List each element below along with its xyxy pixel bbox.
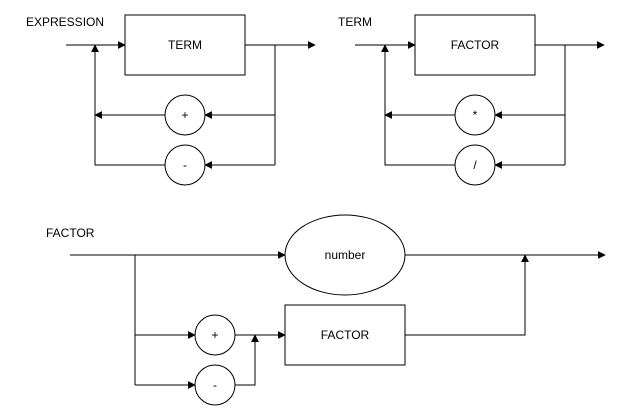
factor-title: FACTOR — [46, 226, 95, 240]
expression-plus-label: + — [181, 108, 188, 122]
factor-plus-label: + — [211, 328, 218, 342]
factor-minus-join — [235, 334, 259, 386]
factor-factor-box — [284, 304, 406, 366]
factor-number-label: number — [325, 248, 366, 262]
factor-box-rejoin — [405, 254, 529, 336]
term-mul-label: * — [473, 108, 478, 122]
term-title: TERM — [338, 15, 372, 29]
term-diagram: TERM FACTOR * / — [338, 14, 605, 186]
expression-minus-label: - — [183, 158, 187, 172]
factor-minus-label: - — [213, 378, 217, 392]
expression-title: EXPRESSION — [26, 15, 104, 29]
term-factor-label: FACTOR — [451, 38, 500, 52]
expression-diagram: EXPRESSION TERM + - — [26, 14, 316, 186]
expression-minus-back — [91, 44, 165, 166]
expression-term-box — [124, 14, 246, 76]
term-div-back — [381, 44, 455, 166]
expression-term-label: TERM — [168, 38, 202, 52]
factor-diagram: FACTOR number + - FACTOR — [46, 214, 606, 406]
factor-factor-label: FACTOR — [321, 328, 370, 342]
term-div-label: / — [473, 158, 477, 172]
